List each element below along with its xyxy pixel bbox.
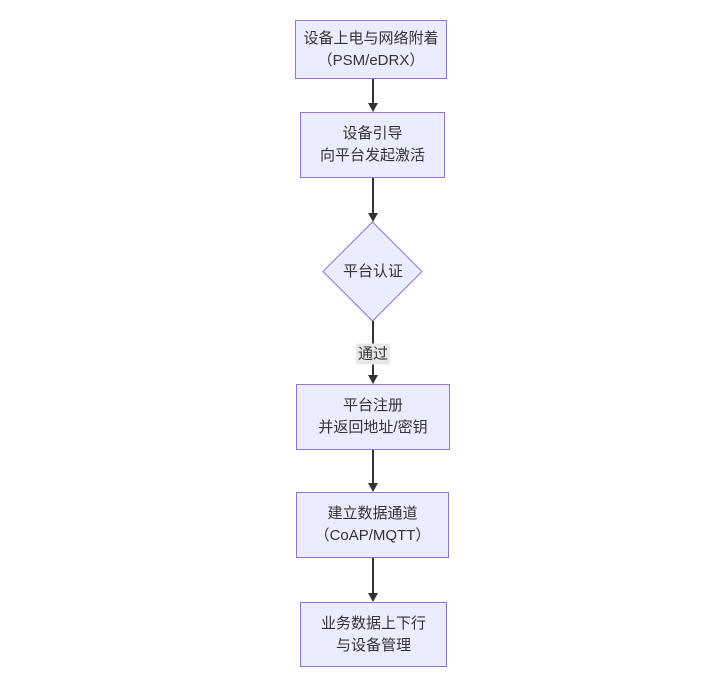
node-auth-label: 平台认证 [342,263,403,280]
node-register-line1: 平台注册 [342,397,403,414]
edge-channel-to-business [372,558,374,595]
flowchart-node-register: 平台注册 并返回地址/密钥 [296,384,450,450]
node-channel-line2: （CoAP/MQTT） [314,527,431,544]
edge-boot-to-auth [372,178,374,215]
flowchart-node-attach: 设备上电与网络附着 （PSM/eDRX） [295,20,447,79]
edge-register-to-channel [372,450,374,485]
node-register-line2: 并返回地址/密钥 [318,419,428,436]
node-channel-line1: 建立数据通道 [327,505,418,522]
node-business-line2: 与设备管理 [335,636,411,654]
edge-attach-to-boot [372,79,374,106]
node-boot-line1: 设备引导 [342,125,403,142]
flowchart-node-boot: 设备引导 向平台发起激活 [300,112,445,178]
arrowhead-icon [368,593,378,602]
arrowhead-icon [368,375,378,384]
arrowhead-icon [368,213,378,222]
flowchart-node-channel: 建立数据通道 （CoAP/MQTT） [296,492,449,558]
flowchart-node-business: 业务数据上下行 与设备管理 [300,602,447,667]
arrowhead-icon [368,103,378,112]
edge-label-pass: 通过 [355,343,391,365]
node-attach-line2: （PSM/eDRX） [317,51,425,69]
arrowhead-icon [368,483,378,492]
node-boot-line2: 向平台发起激活 [319,147,425,164]
node-attach-line1: 设备上电与网络附着 [303,29,439,47]
node-business-line1: 业务数据上下行 [320,614,426,632]
